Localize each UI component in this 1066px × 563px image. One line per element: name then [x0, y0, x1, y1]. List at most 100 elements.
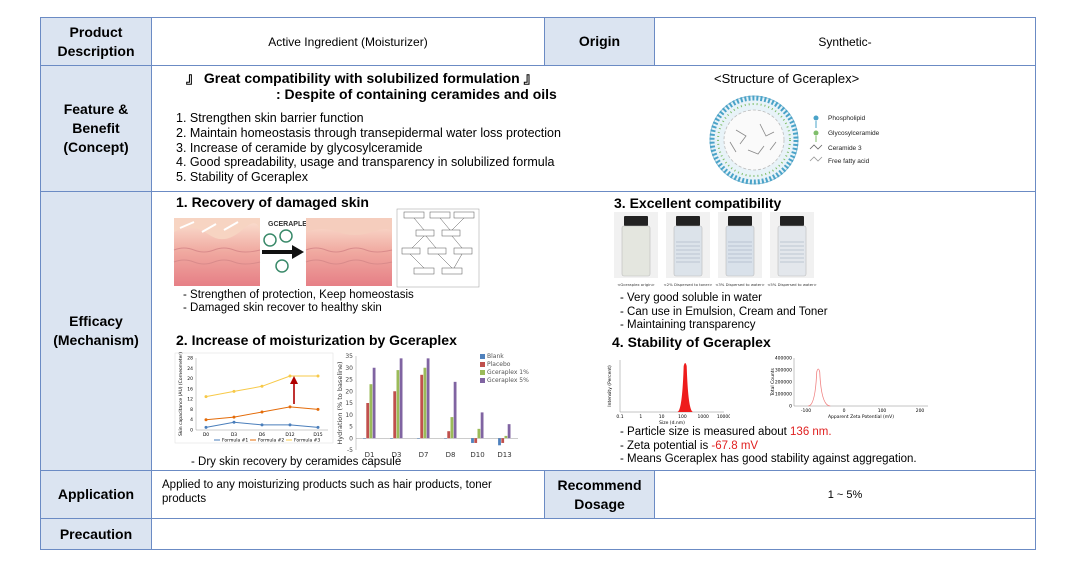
bar — [423, 367, 427, 439]
y-tick-label: 5 — [349, 424, 353, 431]
vial-caption: <3% Dispersed to water> — [715, 282, 765, 287]
x-tick-label: 100 — [678, 414, 687, 420]
precaution-label: Precaution — [41, 519, 152, 549]
bar — [504, 435, 508, 439]
y-tick-label: 15 — [345, 400, 353, 407]
data-point — [232, 420, 236, 424]
x-tick-label: D13 — [497, 451, 511, 459]
efficacy-s4-bullets: - Particle size is measured about 136 nm… — [620, 426, 917, 467]
legend-swatch — [480, 378, 485, 383]
y-tick-label: 0 — [190, 428, 193, 434]
bar — [471, 438, 474, 443]
y-tick-label: 16 — [187, 386, 193, 392]
y-tick-label: -5 — [347, 447, 353, 454]
feature-item: 1. Strengthen skin barrier function — [176, 111, 364, 125]
x-axis-label: Size (d.nm) — [659, 420, 685, 426]
origin-value: Synthetic- — [655, 18, 1035, 66]
x-tick-label: D6 — [259, 432, 265, 438]
recommend-value: 1 ~ 5% — [655, 471, 1035, 519]
feature-item: 5. Stability of Gceraplex — [176, 170, 309, 185]
y-tick-label: 400000 — [775, 356, 792, 362]
data-point — [316, 407, 320, 411]
size-distribution-peak — [677, 363, 694, 412]
particle-size-value: 136 nm. — [790, 426, 832, 438]
efficacy-label: Efficacy (Mechanism) — [41, 192, 152, 471]
x-tick-label: D10 — [470, 451, 484, 459]
y-tick-label: 0 — [349, 435, 353, 442]
data-point — [316, 374, 320, 378]
vial-cap — [676, 216, 700, 226]
bar — [477, 428, 481, 439]
y-axis-label: Intensity (Percent) — [607, 365, 613, 407]
vial-body — [673, 225, 703, 277]
data-point — [288, 423, 292, 427]
bar — [369, 384, 373, 439]
x-tick-label: D1 — [365, 451, 375, 459]
zeta-text: - Zeta potential is — [620, 439, 712, 452]
feature-item: 4. Good spreadability, usage and transpa… — [176, 155, 555, 170]
legend-phospholipid: Phospholipid — [828, 115, 866, 122]
x-axis-label: Apparent Zeta Potential (mV) — [828, 414, 894, 420]
feature-list: 1. Strengthen skin barrier function 2. M… — [176, 111, 561, 185]
mechanism-flowchart — [396, 208, 480, 288]
x-tick-label: 100 — [878, 408, 887, 414]
legend-ceramide: Ceramide 3 — [828, 145, 862, 152]
origin-label: Origin — [545, 18, 655, 66]
efficacy-s4-title: 4. Stability of Gceraplex — [612, 334, 771, 350]
bar — [501, 438, 505, 443]
y-tick-label: 200000 — [775, 380, 792, 386]
zeta-distribution-curve — [808, 368, 831, 407]
bullet-item: - Particle size is measured about 136 nm… — [620, 426, 917, 440]
legend-swatch — [480, 362, 485, 367]
feature-cell — [152, 66, 1035, 192]
bar — [507, 424, 511, 439]
recommend-label: Recommend Dosage — [545, 471, 655, 519]
spec-table — [40, 17, 1036, 550]
legend-glycosylceramide: Glycosylceramide — [828, 130, 880, 137]
data-point — [232, 415, 236, 419]
feature-item: 3. Increase of ceramide by glycosylceram… — [176, 140, 423, 155]
y-tick-label: 35 — [345, 353, 353, 360]
bullet-item: - Zeta potential is -67.8 mV — [620, 440, 917, 454]
legend-label: Gceraplex 5% — [487, 377, 529, 384]
y-tick-label: 0 — [789, 404, 792, 410]
y-axis-label: Hydration (% to baseline) — [336, 361, 344, 444]
x-tick-label: D15 — [313, 432, 322, 438]
particle-size-text: - Particle size is measured about — [620, 426, 791, 438]
x-tick-label: D3 — [392, 451, 402, 459]
x-tick-label: 200 — [916, 408, 925, 414]
bullet-item: - Damaged skin recover to healthy skin — [183, 302, 382, 314]
chart-frame — [174, 352, 334, 444]
y-tick-label: 12 — [187, 397, 193, 403]
vial-caption: <2% Dispersed to toner> — [664, 282, 713, 287]
structure-title: <Structure of Gceraplex> — [714, 71, 860, 86]
y-tick-label: 10 — [345, 412, 353, 419]
data-point — [204, 425, 208, 429]
data-point — [260, 384, 264, 388]
vial-cap — [780, 216, 804, 226]
x-tick-label: D12 — [285, 432, 294, 438]
data-point — [260, 410, 264, 414]
feature-label: Feature & Benefit (Concept) — [41, 66, 152, 192]
legend-swatch — [480, 370, 485, 375]
efficacy-s2-title: 2. Increase of moisturization by Gcerapl… — [176, 332, 457, 348]
data-point — [260, 423, 264, 427]
vial-body — [621, 225, 651, 277]
bullet-item: - Means Gceraplex has good stability aga… — [620, 453, 917, 465]
feature-headline-2: : Despite of containing ceramides and oi… — [276, 86, 557, 102]
x-tick-label: 1000 — [697, 414, 709, 420]
bar — [444, 438, 447, 439]
y-tick-label: 25 — [345, 377, 353, 384]
application-value: Applied to any moisturizing products suc… — [152, 471, 545, 519]
feature-headline-1: 』 Great compatibility with solubilized f… — [186, 70, 538, 86]
x-tick-label: 0.1 — [616, 414, 623, 420]
x-tick-label: 10 — [659, 414, 665, 420]
x-tick-label: D3 — [231, 432, 237, 438]
bullet-item: - Maintaining transparency — [620, 319, 756, 331]
bar — [498, 438, 501, 446]
bullet-item: - Can use in Emulsion, Cream and Toner — [620, 305, 828, 318]
product-description-value: Active Ingredient (Moisturizer) — [152, 18, 545, 66]
y-tick-label: 28 — [187, 356, 193, 362]
